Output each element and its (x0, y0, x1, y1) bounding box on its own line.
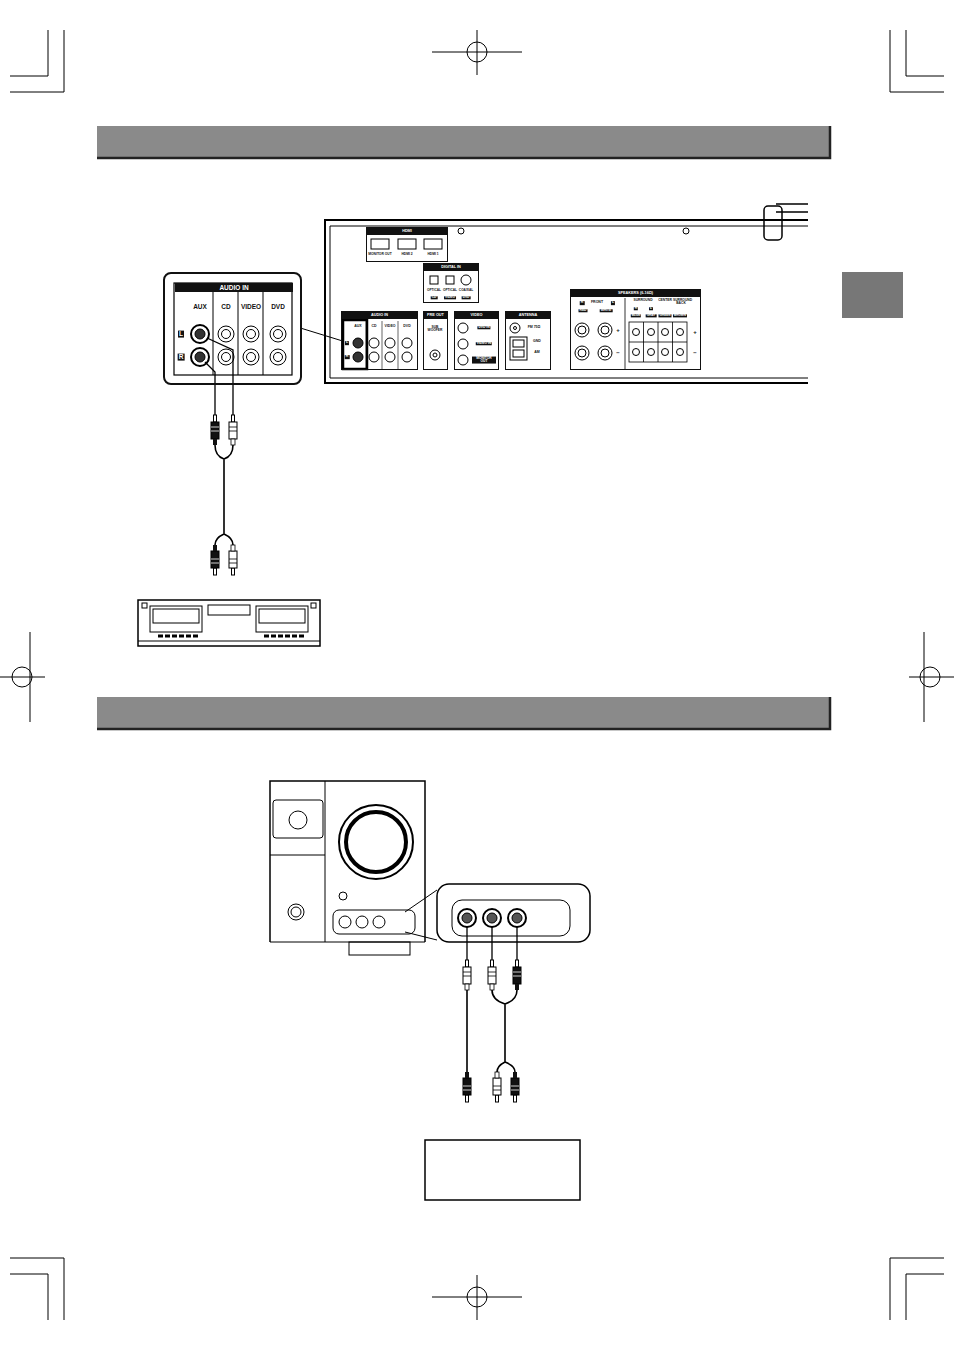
jack-tag: MONITOR OUT (472, 357, 496, 364)
jack-section: AUDIO IN (341, 311, 418, 370)
section-heading: HDMI (367, 228, 447, 235)
jack-label: OPTICAL (427, 289, 441, 292)
jack-tag: BROWN (673, 314, 687, 317)
section-heading: ANTENNA (506, 312, 550, 319)
jack-label: CD (371, 325, 376, 329)
jack-label: FRONT (591, 301, 603, 305)
jack-tag: CD (431, 296, 438, 299)
jack-label: HDMI 1 (427, 253, 438, 256)
jack-section: ANTENNA (505, 311, 551, 370)
jack-tag: DVD IN (477, 326, 490, 329)
section-heading: PRE OUT (424, 312, 447, 319)
jack-tag: VIDEO (444, 296, 456, 299)
jack-tag: L (649, 307, 653, 310)
jack-label: − (693, 350, 697, 356)
jack-label: AUX (354, 325, 361, 329)
jack-tag: GRAY (646, 314, 657, 317)
inset-panel: AUDIO IN (163, 272, 302, 385)
section-heading: VIDEO (455, 312, 498, 319)
jack-label: CD (221, 304, 230, 311)
jack-label: − (616, 350, 620, 356)
jack-label: SURROUND (633, 299, 652, 302)
jack-section: PRE OUT (423, 311, 448, 370)
jack-label: VIDEO (241, 304, 261, 311)
section-heading: AUDIO IN (342, 312, 417, 319)
jack-label: DVD (271, 304, 285, 311)
jack-label: SURROUND BACK (673, 299, 689, 306)
jack-label: CENTER (658, 299, 672, 302)
section-heading: SPEAKERS (6-16Ω) (571, 290, 700, 297)
jack-tag: RED (579, 309, 588, 312)
jack-label: SUB WOOFER (425, 326, 445, 333)
jack-label: AUX (193, 304, 207, 311)
jack-tag: DVD (462, 296, 471, 299)
jack-label: MONITOR OUT (368, 253, 391, 256)
jack-tag: WHITE (600, 309, 613, 312)
jack-label: + (616, 327, 620, 333)
jack-label: AM (534, 351, 539, 355)
jack-tag: R (345, 355, 350, 359)
jack-label: VIDEO (385, 325, 396, 329)
jack-tag: L (345, 341, 349, 345)
jack-tag: R (634, 307, 638, 310)
jack-tag: VIDEO IN (476, 342, 492, 345)
jack-tag: GREEN (658, 314, 671, 317)
jack-label: DVD (403, 325, 410, 329)
jack-tag: L (611, 301, 615, 305)
jack-label: FM 75Ω (528, 326, 541, 330)
jack-tag: L (178, 331, 184, 338)
jack-label: OPTICAL (443, 289, 457, 292)
jack-label: + (693, 329, 697, 335)
jack-label: GND (533, 340, 541, 344)
jack-label: HDMI 2 (401, 253, 412, 256)
jack-label: COAXIAL (459, 289, 473, 292)
jack-section: HDMI (366, 227, 448, 262)
jack-tag: R (178, 354, 185, 361)
section-heading: AUDIO IN (175, 283, 293, 292)
section-heading: DIGITAL IN (424, 264, 478, 271)
jack-tag: BLUE (631, 314, 641, 317)
jack-tag: R (580, 301, 585, 305)
leader-line (302, 329, 341, 341)
